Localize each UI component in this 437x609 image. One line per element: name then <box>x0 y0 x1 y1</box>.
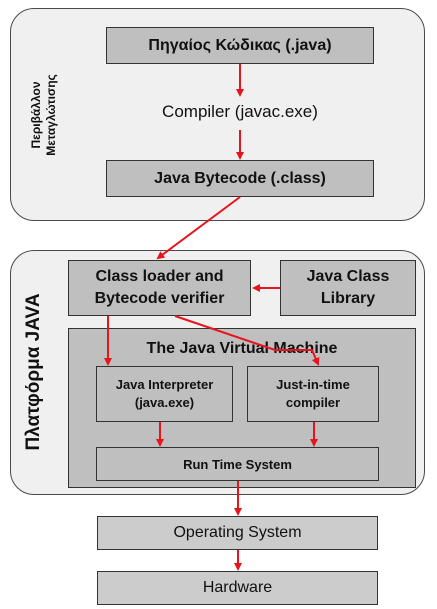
runtime-system-box: Run Time System <box>96 447 379 481</box>
arrow-bytecode-to-classloader <box>156 196 241 260</box>
class-library-box: Java Class Library <box>280 260 416 316</box>
jit-line1: Just-in-time <box>276 377 350 392</box>
bytecode-box: Java Bytecode (.class) <box>106 160 374 197</box>
jvm-title: The Java Virtual Machine <box>146 340 338 357</box>
class-loader-box: Class loader and Bytecode verifier <box>68 260 251 316</box>
interpreter-line1: Java Interpreter <box>115 377 214 392</box>
class-library-line1: Java Class <box>306 268 390 285</box>
compiler-label: Compiler (javac.exe) <box>162 102 318 121</box>
class-loader-line2: Bytecode verifier <box>94 290 225 307</box>
hardware-box: Hardware <box>97 571 378 605</box>
arrow-classloader-to-jit <box>174 315 320 366</box>
class-loader-line1: Class loader and <box>95 268 224 285</box>
class-library-line2: Library <box>320 290 376 307</box>
jit-line2: compiler <box>285 395 341 410</box>
source-code-box: Πηγαίος Κώδικας (.java) <box>106 27 374 64</box>
operating-system-box: Operating System <box>97 516 378 550</box>
jit-compiler-box: Just-in-time compiler <box>247 366 379 422</box>
interpreter-line2: (java.exe) <box>134 395 195 410</box>
interpreter-box: Java Interpreter (java.exe) <box>96 366 233 422</box>
